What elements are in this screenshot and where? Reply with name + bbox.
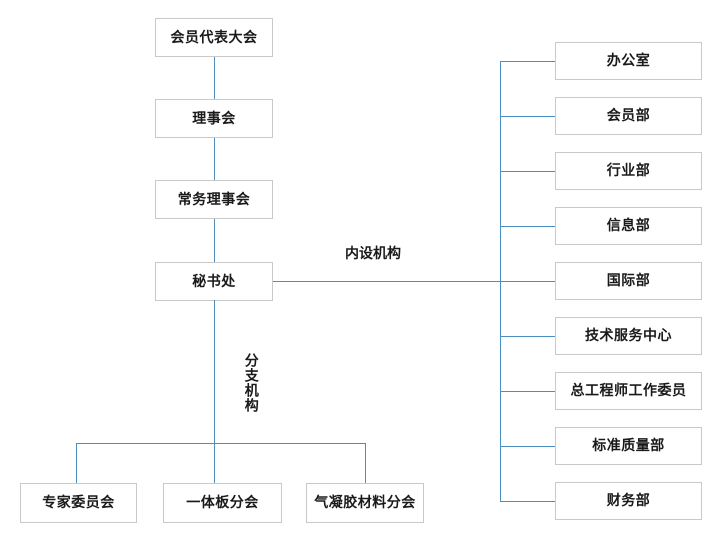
label-internal-departments: 内设机构: [345, 246, 401, 262]
connector-stub-industry: [500, 171, 555, 172]
node-standing-council[interactable]: 常务理事会: [155, 180, 273, 219]
node-membership-dept[interactable]: 会员部: [555, 97, 702, 135]
node-information-dept[interactable]: 信息部: [555, 207, 702, 245]
connector-drop-expert-committee: [76, 443, 77, 483]
connector-congress-to-council: [214, 57, 215, 99]
label-branch-organizations: 分支机构: [242, 353, 259, 413]
connector-stub-information: [500, 226, 555, 227]
node-aerogel-material-branch[interactable]: 气凝胶材料分会: [306, 483, 424, 523]
node-tech-service-center[interactable]: 技术服务中心: [555, 317, 702, 355]
node-international-dept[interactable]: 国际部: [555, 262, 702, 300]
connector-branch-bar: [76, 443, 366, 444]
node-member-congress[interactable]: 会员代表大会: [155, 18, 273, 57]
node-standards-quality-dept[interactable]: 标准质量部: [555, 427, 702, 465]
node-finance-dept[interactable]: 财务部: [555, 482, 702, 520]
connector-stub-tech-service: [500, 336, 555, 337]
node-secretariat[interactable]: 秘书处: [155, 262, 273, 301]
node-chief-engineer-committee[interactable]: 总工程师工作委员: [555, 372, 702, 410]
connector-secretariat-to-branches: [214, 300, 215, 443]
connector-stub-office: [500, 61, 555, 62]
node-integrated-board-branch[interactable]: 一体板分会: [163, 483, 282, 523]
connector-stub-membership: [500, 116, 555, 117]
connector-standing-to-secretariat: [214, 219, 215, 262]
node-industry-dept[interactable]: 行业部: [555, 152, 702, 190]
connector-stub-standards-quality: [500, 446, 555, 447]
node-expert-committee[interactable]: 专家委员会: [20, 483, 137, 523]
node-office[interactable]: 办公室: [555, 42, 702, 80]
connector-stub-chief-engineer: [500, 391, 555, 392]
connector-drop-integrated-board: [214, 443, 215, 483]
connector-secretariat-to-departments: [273, 281, 501, 282]
connector-stub-finance: [500, 501, 555, 502]
node-council[interactable]: 理事会: [155, 99, 273, 138]
connector-council-to-standing: [214, 138, 215, 180]
connector-stub-international: [500, 281, 555, 282]
connector-drop-aerogel: [365, 443, 366, 483]
